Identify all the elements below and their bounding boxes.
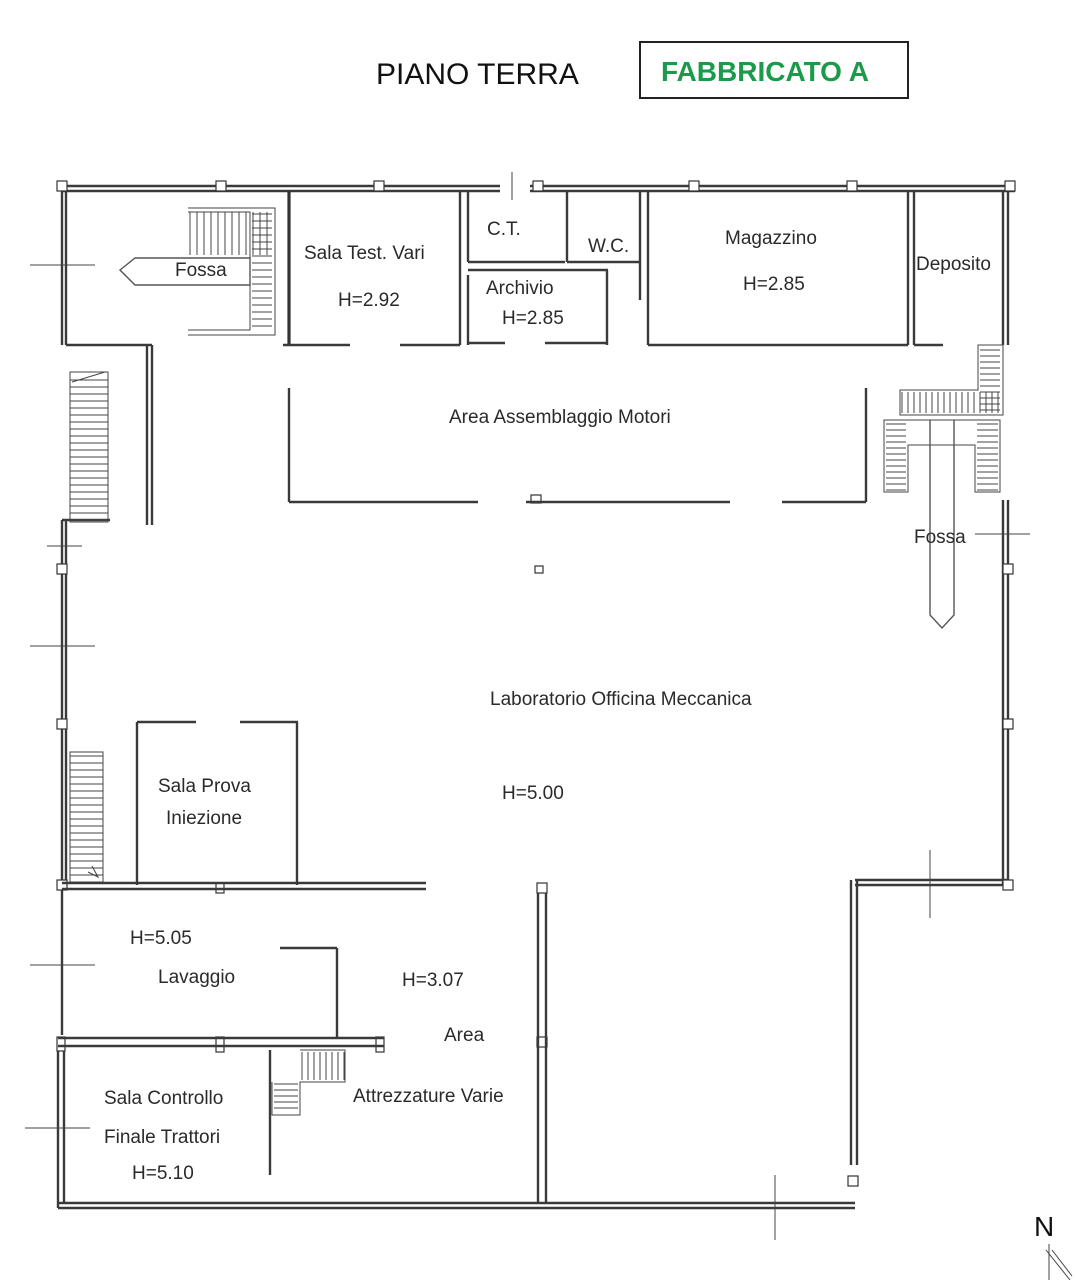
room-sala-prova-line1: Sala Prova — [158, 776, 251, 797]
outer-walls — [56, 184, 1015, 1210]
grid-axis-marks — [25, 172, 1030, 1240]
room-area-attrezzature-line2: Attrezzature Varie — [353, 1086, 504, 1107]
stairs-icon — [271, 1049, 346, 1116]
stairs-icon — [883, 344, 1004, 493]
room-sala-controllo-line2: Finale Trattori — [104, 1127, 220, 1148]
building-label: FABBRICATO A — [661, 56, 869, 87]
room-sala-test-height: H=2.92 — [338, 290, 400, 311]
north-label: N — [1034, 1211, 1054, 1242]
lower-room-walls — [58, 893, 548, 1203]
room-archivio-name: Archivio — [486, 278, 554, 299]
room-area-attrezzature-height: H=3.07 — [402, 970, 464, 991]
room-laboratorio-height: H=5.00 — [502, 783, 564, 804]
north-arrow-icon: N — [1034, 1211, 1073, 1280]
room-laboratorio-name: Laboratorio Officina Meccanica — [490, 689, 752, 710]
building-label-box — [639, 41, 909, 99]
room-area-attrezzature-line1: Area — [444, 1025, 485, 1046]
room-magazzino-name: Magazzino — [725, 228, 817, 249]
assembly-area-walls — [287, 388, 868, 504]
upper-room-walls — [283, 191, 943, 347]
stairs-icon — [69, 371, 109, 523]
room-sala-controllo-height: H=5.10 — [132, 1163, 194, 1184]
room-lavaggio-name: Lavaggio — [158, 967, 235, 988]
fossa-right-shape — [929, 420, 955, 630]
room-labels: Fossa Sala Test. Vari H=2.92 C.T. W.C. A… — [104, 219, 991, 1184]
stairs-icon — [188, 207, 276, 336]
room-deposito: Deposito — [916, 254, 991, 275]
sala-prova-walls — [62, 720, 426, 891]
room-ct: C.T. — [487, 219, 521, 240]
room-fossa-right: Fossa — [914, 527, 966, 548]
room-magazzino-height: H=2.85 — [743, 274, 805, 295]
fossa-left-shape — [118, 257, 251, 286]
room-sala-test-name: Sala Test. Vari — [304, 243, 425, 264]
structural-columns — [56, 180, 1016, 1187]
floor-title: PIANO TERRA — [376, 58, 579, 91]
room-area-assemblaggio: Area Assemblaggio Motori — [449, 407, 671, 428]
room-archivio-height: H=2.85 — [502, 308, 564, 329]
room-wc: W.C. — [588, 236, 629, 257]
room-fossa-left: Fossa — [175, 260, 227, 281]
room-sala-prova-line2: Iniezione — [166, 808, 242, 829]
stairs-icon — [69, 751, 104, 883]
room-sala-controllo-line1: Sala Controllo — [104, 1088, 223, 1109]
room-lavaggio-height: H=5.05 — [130, 928, 192, 949]
